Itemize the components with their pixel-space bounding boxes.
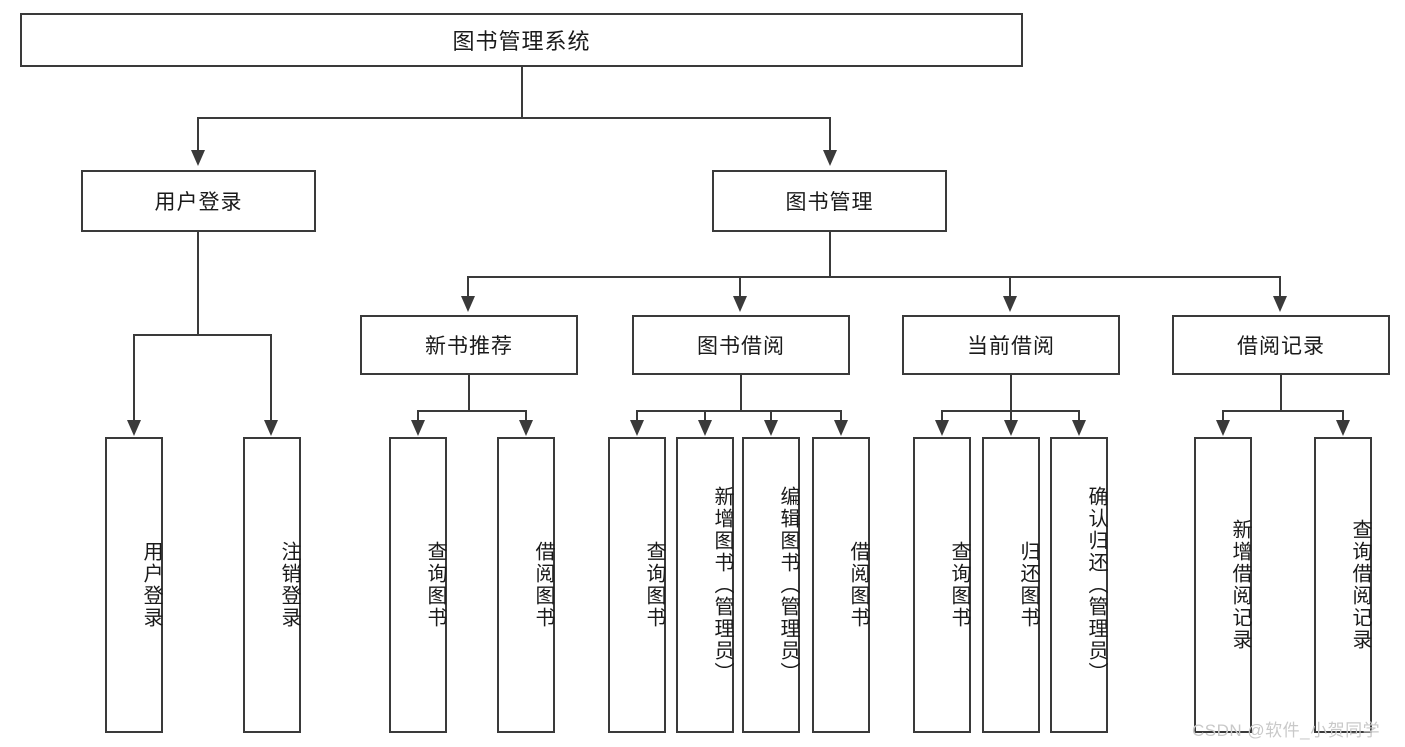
leaf-borrow-record-query-record[interactable]: 查询借阅记录 <box>1314 437 1372 733</box>
connector-level2-bar <box>467 276 1281 278</box>
connector-drop-bb-leaf-3 <box>770 410 772 422</box>
connector-book-borrow-stem <box>740 375 742 411</box>
leaf-book-borrow-edit-book-admin[interactable]: 编辑图书（管理员） <box>742 437 800 733</box>
connector-drop-book-management <box>829 117 831 150</box>
leaf-book-borrow-query-book[interactable]: 查询图书 <box>608 437 666 733</box>
node-label: 借阅图书 <box>532 541 554 629</box>
node-label: 注销登录 <box>278 541 300 629</box>
node-label: 编辑图书（管理员） <box>777 486 799 684</box>
connector-book-management-stem <box>829 232 831 277</box>
node-label: 确认归还（管理员） <box>1085 486 1107 684</box>
arrowhead-bb-leaf-1 <box>630 420 644 436</box>
node-root-book-management-system[interactable]: 图书管理系统 <box>20 13 1023 67</box>
arrowhead-current-borrow <box>1003 296 1017 312</box>
connector-drop-borrow-record <box>1279 276 1281 297</box>
arrowhead-br-leaf-1 <box>1216 420 1230 436</box>
arrowhead-book-management <box>823 150 837 166</box>
connector-drop-user-login <box>197 117 199 150</box>
node-label: 新增图书（管理员） <box>711 486 733 684</box>
node-label: 图书管理 <box>785 191 874 214</box>
connector-drop-book-borrow <box>739 276 741 297</box>
connector-drop-nbr-leaf-2 <box>525 410 527 422</box>
arrowhead-user-login-leaf-1 <box>127 420 141 436</box>
connector-user-login-stem <box>197 232 199 335</box>
connector-drop-br-leaf-1 <box>1222 410 1224 422</box>
leaf-user-login-logout[interactable]: 注销登录 <box>243 437 301 733</box>
connector-drop-user-login-leaf-2 <box>270 334 272 422</box>
node-book-borrow[interactable]: 图书借阅 <box>632 315 850 375</box>
connector-drop-nbr-leaf-1 <box>417 410 419 422</box>
connector-drop-bb-leaf-1 <box>636 410 638 422</box>
node-label: 用户登录 <box>154 191 243 214</box>
node-label: 图书管理系统 <box>452 29 591 54</box>
node-label: 借阅记录 <box>1237 335 1325 358</box>
node-label: 用户登录 <box>140 541 162 629</box>
connector-drop-br-leaf-2 <box>1342 410 1344 422</box>
connector-book-borrow-bar <box>636 410 842 412</box>
node-label: 新增借阅记录 <box>1229 519 1251 651</box>
arrowhead-cb-leaf-2 <box>1004 420 1018 436</box>
arrowhead-new-book-recommend <box>461 296 475 312</box>
node-label: 当前借阅 <box>967 335 1055 358</box>
connector-borrow-record-bar <box>1222 410 1344 412</box>
leaf-new-book-borrow-book[interactable]: 借阅图书 <box>497 437 555 733</box>
arrowhead-cb-leaf-1 <box>935 420 949 436</box>
node-current-borrow[interactable]: 当前借阅 <box>902 315 1120 375</box>
arrowhead-user-login-leaf-2 <box>264 420 278 436</box>
leaf-borrow-record-add-record[interactable]: 新增借阅记录 <box>1194 437 1252 733</box>
node-label: 归还图书 <box>1017 541 1039 629</box>
connector-drop-bb-leaf-2 <box>704 410 706 422</box>
connector-drop-bb-leaf-4 <box>840 410 842 422</box>
node-label: 查询借阅记录 <box>1349 519 1371 651</box>
arrowhead-bb-leaf-4 <box>834 420 848 436</box>
node-label: 查询图书 <box>948 541 970 629</box>
connector-root-stem <box>521 67 523 118</box>
node-label: 图书借阅 <box>697 335 785 358</box>
node-label: 查询图书 <box>424 541 446 629</box>
connector-drop-cb-leaf-1 <box>941 410 943 422</box>
arrowhead-cb-leaf-3 <box>1072 420 1086 436</box>
arrowhead-nbr-leaf-2 <box>519 420 533 436</box>
arrowhead-user-login <box>191 150 205 166</box>
node-new-book-recommend[interactable]: 新书推荐 <box>360 315 578 375</box>
leaf-current-borrow-return-book[interactable]: 归还图书 <box>982 437 1040 733</box>
arrowhead-nbr-leaf-1 <box>411 420 425 436</box>
arrowhead-bb-leaf-3 <box>764 420 778 436</box>
arrowhead-borrow-record <box>1273 296 1287 312</box>
arrowhead-book-borrow <box>733 296 747 312</box>
leaf-new-book-query-book[interactable]: 查询图书 <box>389 437 447 733</box>
connector-borrow-record-stem <box>1280 375 1282 411</box>
connector-user-login-bar <box>133 334 271 336</box>
connector-drop-cb-leaf-2 <box>1010 410 1012 422</box>
node-label: 新书推荐 <box>425 335 513 358</box>
leaf-current-borrow-confirm-return-admin[interactable]: 确认归还（管理员） <box>1050 437 1108 733</box>
connector-drop-new-book-recommend <box>467 276 469 297</box>
arrowhead-bb-leaf-2 <box>698 420 712 436</box>
node-user-login[interactable]: 用户登录 <box>81 170 316 232</box>
connector-current-borrow-stem <box>1010 375 1012 411</box>
leaf-current-borrow-query-book[interactable]: 查询图书 <box>913 437 971 733</box>
leaf-book-borrow-add-book-admin[interactable]: 新增图书（管理员） <box>676 437 734 733</box>
connector-drop-user-login-leaf-1 <box>133 334 135 422</box>
arrowhead-br-leaf-2 <box>1336 420 1350 436</box>
connector-new-book-recommend-stem <box>468 375 470 411</box>
node-book-management[interactable]: 图书管理 <box>712 170 947 232</box>
node-label: 查询图书 <box>643 541 665 629</box>
node-borrow-record[interactable]: 借阅记录 <box>1172 315 1390 375</box>
connector-drop-cb-leaf-3 <box>1078 410 1080 422</box>
connector-new-book-recommend-bar <box>417 410 527 412</box>
connector-level1-bar <box>197 117 831 119</box>
leaf-user-login-login[interactable]: 用户登录 <box>105 437 163 733</box>
node-label: 借阅图书 <box>847 541 869 629</box>
leaf-book-borrow-borrow-book[interactable]: 借阅图书 <box>812 437 870 733</box>
connector-drop-current-borrow <box>1009 276 1011 297</box>
